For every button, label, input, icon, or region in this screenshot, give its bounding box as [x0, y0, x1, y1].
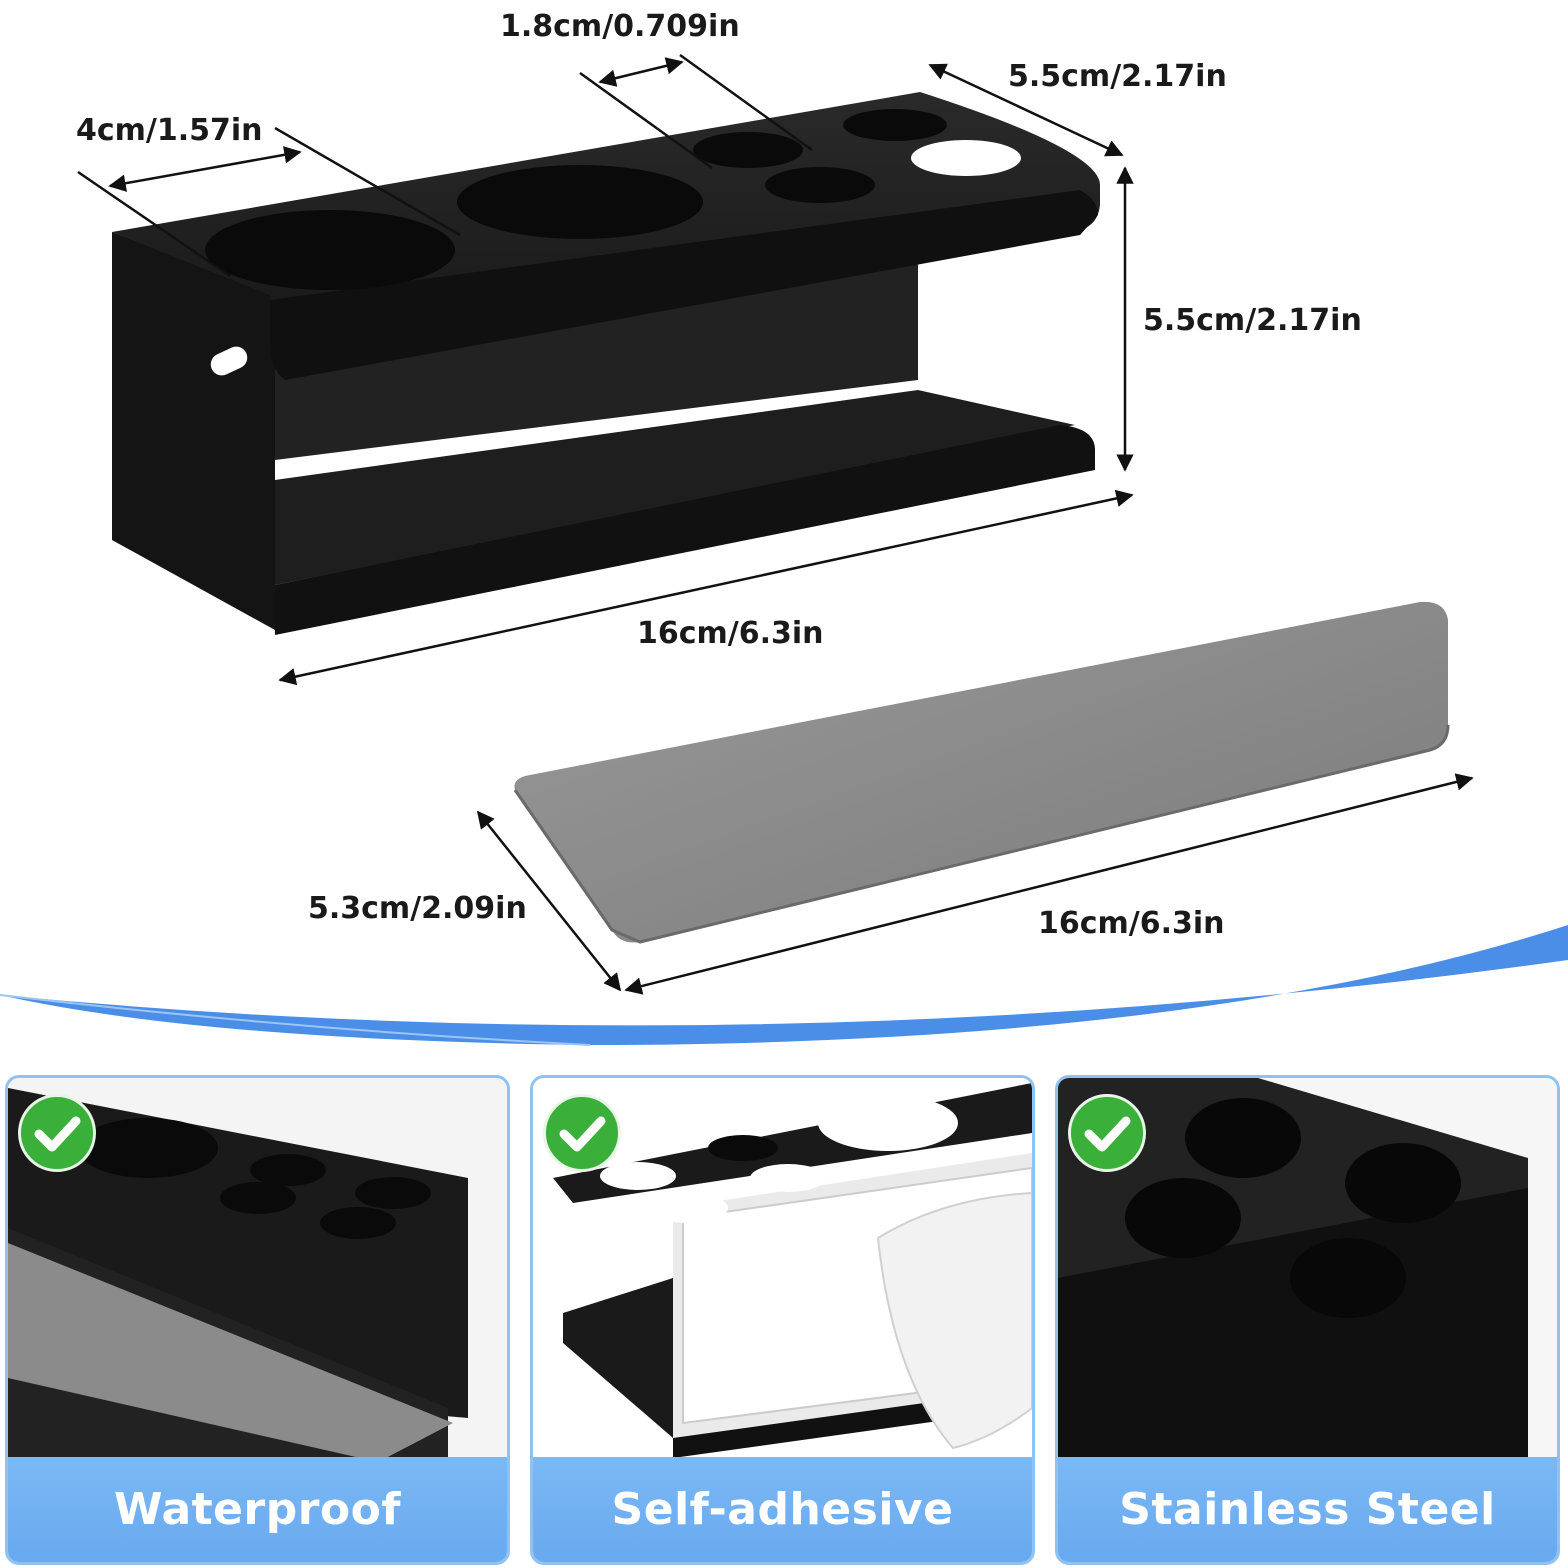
dimension-label-rack-height: 5.5cm/2.17in — [1143, 303, 1362, 338]
dimension-label-tray-length: 16cm/6.3in — [1038, 906, 1225, 941]
feature-panel-stainless-steel: Stainless Steel — [1055, 1075, 1560, 1565]
toothbrush-rack-image — [112, 92, 1100, 635]
feature-caption: Waterproof — [113, 1484, 402, 1535]
feature-panel-waterproof: Waterproof — [5, 1075, 510, 1565]
blue-swoosh-divider — [0, 925, 1568, 1045]
checkmark-icon — [543, 1094, 621, 1172]
checkmark-icon — [1068, 1094, 1146, 1172]
dimension-label-rack-length: 16cm/6.3in — [637, 616, 824, 651]
dimension-label-rack-depth: 5.5cm/2.17in — [1008, 59, 1227, 94]
feature-caption: Stainless Steel — [1119, 1484, 1496, 1535]
checkmark-icon — [18, 1094, 96, 1172]
feature-caption-bar: Waterproof — [8, 1457, 507, 1562]
drip-tray-image — [513, 601, 1450, 944]
dimension-label-tray-width: 5.3cm/2.09in — [308, 891, 527, 926]
feature-panel-self-adhesive: Self-adhesive — [530, 1075, 1035, 1565]
waterproof-product-image — [8, 1078, 507, 1462]
feature-caption-bar: Stainless Steel — [1058, 1457, 1557, 1562]
dimension-label-hole-small: 1.8cm/0.709in — [500, 9, 740, 44]
feature-caption: Self-adhesive — [611, 1484, 954, 1535]
dimension-lines — [77, 53, 1474, 995]
stainless-steel-product-image — [1058, 1078, 1557, 1462]
feature-caption-bar: Self-adhesive — [533, 1457, 1032, 1562]
dimension-label-hole-large: 4cm/1.57in — [76, 113, 263, 148]
